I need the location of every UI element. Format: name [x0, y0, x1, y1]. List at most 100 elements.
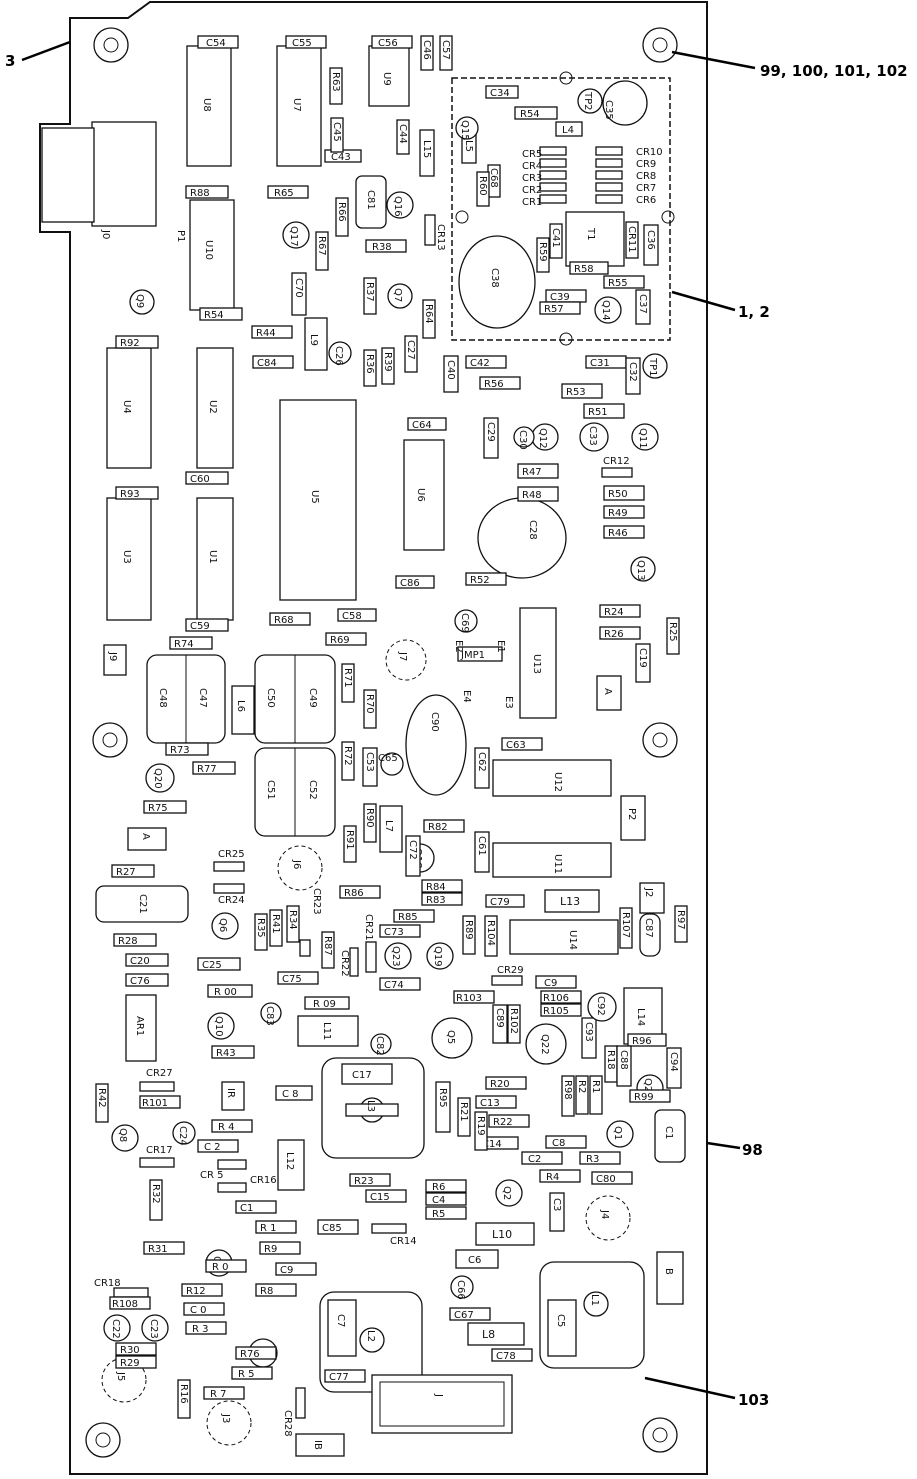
svg-text:R 4: R 4	[218, 1122, 235, 1133]
svg-text:C70: C70	[293, 278, 304, 298]
svg-text:R47: R47	[522, 467, 542, 478]
svg-text:C38: C38	[489, 268, 500, 288]
svg-text:R84: R84	[426, 882, 446, 893]
svg-text:R32: R32	[150, 1184, 161, 1204]
svg-text:R74: R74	[174, 639, 194, 650]
svg-text:C14: C14	[482, 1139, 502, 1150]
inductor-l2-c7: C7 L2	[319, 1291, 423, 1393]
transistor-q23: Q23	[384, 942, 412, 970]
connector-j2: J2	[639, 882, 665, 914]
cap-c38: C38	[458, 235, 536, 329]
svg-text:TP1: TP1	[647, 357, 658, 377]
svg-text:C89: C89	[494, 1008, 505, 1028]
svg-text:R26: R26	[604, 629, 624, 640]
svg-text:P2: P2	[626, 808, 637, 820]
svg-text:C85: C85	[322, 1223, 342, 1234]
svg-text:C46: C46	[421, 40, 432, 60]
svg-text:A: A	[602, 688, 613, 695]
svg-text:R21: R21	[458, 1102, 469, 1122]
svg-text:C44: C44	[397, 124, 408, 144]
svg-text:R98: R98	[562, 1080, 573, 1100]
callout-3: 3	[5, 40, 71, 70]
svg-text:R106: R106	[543, 993, 569, 1004]
svg-text:C31: C31	[590, 358, 610, 369]
svg-text:R60: R60	[477, 176, 488, 196]
cap-c90: C90	[405, 694, 467, 796]
ic-u4: U4	[106, 347, 152, 469]
svg-text:Q10: Q10	[213, 1016, 224, 1037]
svg-text:L14: L14	[635, 1008, 646, 1026]
svg-text:C90: C90	[429, 712, 440, 732]
svg-text:R99: R99	[634, 1092, 654, 1103]
svg-text:R12: R12	[186, 1286, 206, 1297]
svg-text:R56: R56	[484, 379, 504, 390]
cap-c21: C21	[95, 885, 189, 923]
ic-u12: U12	[492, 759, 612, 797]
connector-j1: J	[371, 1374, 513, 1434]
svg-text:R38: R38	[372, 242, 392, 253]
svg-text:R35: R35	[255, 918, 266, 938]
inductor-l13: L13	[544, 889, 600, 913]
svg-text:C54: C54	[206, 38, 226, 49]
svg-text:C63: C63	[506, 740, 526, 751]
svg-text:IR: IR	[225, 1088, 236, 1098]
svg-text:R95: R95	[437, 1088, 448, 1108]
transistor-q22: Q22	[525, 1023, 567, 1065]
diode-cr25: CR25	[213, 849, 245, 872]
svg-text:R 7: R 7	[210, 1389, 227, 1400]
testpoint-tp1: TP1	[642, 353, 668, 379]
svg-text:U6: U6	[415, 488, 426, 502]
svg-text:C21: C21	[137, 894, 148, 914]
transistor-q8: Q8	[111, 1124, 139, 1152]
svg-text:C83: C83	[264, 1006, 275, 1026]
connector-p1-flange	[41, 127, 95, 223]
svg-text:C58: C58	[342, 611, 362, 622]
svg-text:R29: R29	[120, 1358, 140, 1369]
inductor-l11: L11	[297, 1015, 359, 1047]
svg-text:C42: C42	[470, 358, 490, 369]
diode-cr15: CR 5	[200, 1159, 247, 1181]
svg-text:J4: J4	[599, 1209, 610, 1219]
diode-cr22: CR22	[339, 947, 359, 977]
svg-text:103: 103	[738, 1391, 769, 1409]
svg-text:CR28: CR28	[282, 1410, 293, 1437]
svg-text:C94: C94	[668, 1052, 679, 1072]
svg-text:Q8: Q8	[117, 1128, 128, 1142]
diode-cr14: CR14	[371, 1223, 417, 1247]
svg-text:L12: L12	[284, 1152, 295, 1170]
inductor-l6: L6	[231, 685, 255, 735]
svg-text:R107: R107	[620, 912, 631, 938]
svg-text:R46: R46	[608, 528, 628, 539]
small-polarized-caps: C26 C30 C33 C69 C65 C92 C83 C82 C24 C66 …	[103, 341, 617, 1342]
svg-text:C65: C65	[378, 753, 398, 764]
svg-text:98: 98	[742, 1141, 763, 1159]
svg-text:CR7: CR7	[636, 183, 656, 194]
connector-ib: IB	[295, 1433, 345, 1457]
svg-text:Q20: Q20	[152, 768, 163, 789]
svg-text:R92: R92	[120, 338, 140, 349]
inductor-l3-c17: C17 L3	[321, 1057, 425, 1159]
svg-text:IB: IB	[312, 1440, 323, 1450]
svg-text:C7: C7	[335, 1314, 346, 1327]
svg-text:L5: L5	[463, 140, 474, 152]
svg-text:R67: R67	[316, 236, 327, 256]
svg-text:L13: L13	[560, 895, 580, 908]
svg-text:Q5: Q5	[445, 1030, 456, 1044]
svg-text:Q2: Q2	[501, 1186, 512, 1200]
svg-text:R97: R97	[675, 910, 686, 930]
svg-text:L9: L9	[308, 334, 319, 346]
transistor-q7: Q7	[387, 283, 413, 309]
svg-text:C47: C47	[197, 688, 208, 708]
svg-text:U5: U5	[309, 490, 320, 504]
svg-text:R48: R48	[522, 490, 542, 501]
svg-text:R85: R85	[398, 912, 418, 923]
svg-text:C62: C62	[476, 752, 487, 772]
connector-a-upper: A	[596, 675, 622, 711]
svg-text:L11: L11	[321, 1022, 332, 1040]
svg-text:R86: R86	[344, 888, 364, 899]
svg-text:C30: C30	[517, 430, 528, 450]
ic-u10: U10	[189, 199, 235, 311]
trimmer-c35: C35	[602, 80, 648, 126]
diode-cr27: CR27	[139, 1068, 175, 1092]
